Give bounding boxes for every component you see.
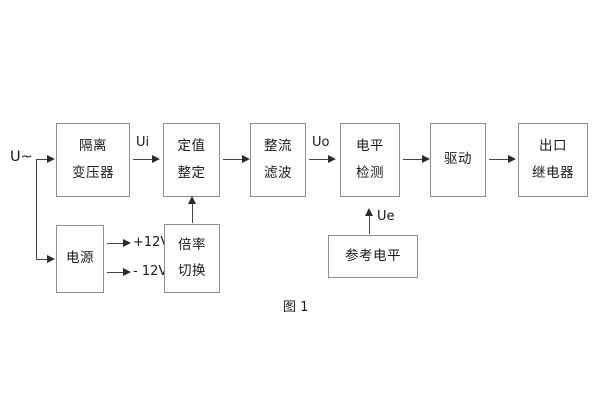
block-multiplier-switch[interactable]: 倍率 切换 [164, 224, 220, 293]
signal-label-ue: Ue [377, 209, 395, 224]
arrow-into-level-detection [328, 155, 336, 163]
line-isolation-to-setting [133, 159, 155, 160]
line-reference-to-level-detection [369, 212, 370, 234]
line-power-rail-positive [107, 243, 126, 244]
power-supply-feed-line [36, 259, 50, 260]
block-isolation-transformer[interactable]: 隔离 变压器 [56, 123, 130, 197]
block-isolation-transformer-line-2: 变压器 [72, 164, 114, 181]
signal-label-ui: Ui [136, 135, 150, 150]
arrow-into-setting-value [152, 155, 160, 163]
line-level-detection-to-driver [403, 159, 425, 160]
arrow-into-setting-value-from-multiplier [188, 196, 196, 204]
arrow-into-rectifier-filter [242, 155, 250, 163]
arrow-into-isolation-transformer [47, 155, 55, 163]
block-level-detection-line-2: 检测 [356, 164, 384, 181]
block-setting-value[interactable]: 定值 整定 [163, 123, 220, 197]
block-reference-level[interactable]: 参考电平 [328, 235, 418, 278]
block-setting-value-line-2: 整定 [177, 164, 206, 181]
block-power-supply[interactable]: 电源 [56, 225, 104, 293]
block-level-detection-line-1: 电平 [356, 138, 384, 154]
block-driver-line-1: 驱动 [444, 151, 472, 168]
input-voltage-label: U~ [10, 149, 33, 165]
line-driver-to-output-relay [489, 159, 511, 160]
input-feed-line [36, 159, 50, 160]
arrow-power-rail-negative [123, 268, 131, 276]
arrow-into-driver [422, 155, 430, 163]
arrow-power-rail-positive [123, 239, 131, 247]
block-level-detection[interactable]: 电平 检测 [340, 123, 400, 197]
input-trunk-vertical [36, 159, 37, 260]
power-rail-negative-label: - 12V [133, 264, 168, 279]
block-rectifier-filter[interactable]: 整流 滤波 [250, 123, 306, 197]
line-rectifier-to-level-detection [309, 159, 331, 160]
block-driver[interactable]: 驱动 [430, 123, 486, 197]
block-rectifier-filter-line-1: 整流 [264, 138, 292, 154]
block-reference-level-line-1: 参考电平 [345, 247, 401, 264]
arrow-into-output-relay [508, 155, 516, 163]
block-output-relay-line-1: 出口 [539, 138, 567, 154]
arrow-into-level-detection-from-reference [365, 208, 373, 216]
block-output-relay[interactable]: 出口 继电器 [518, 123, 588, 197]
power-rail-positive-label: +12V [133, 235, 170, 250]
block-output-relay-line-2: 继电器 [532, 164, 574, 181]
block-power-supply-line-1: 电源 [66, 250, 94, 267]
line-power-rail-negative [107, 272, 126, 273]
line-setting-to-rectifier [223, 159, 245, 160]
block-multiplier-switch-line-2: 切换 [178, 263, 206, 279]
arrow-into-power-supply [47, 255, 55, 263]
block-multiplier-switch-line-1: 倍率 [178, 236, 206, 253]
line-multiplier-to-setting [192, 200, 193, 223]
block-isolation-transformer-line-1: 隔离 [79, 138, 107, 154]
block-setting-value-line-1: 定值 [177, 138, 206, 154]
figure-caption: 图 1 [283, 300, 309, 315]
signal-label-uo: Uo [312, 135, 330, 150]
block-rectifier-filter-line-2: 滤波 [264, 164, 292, 181]
